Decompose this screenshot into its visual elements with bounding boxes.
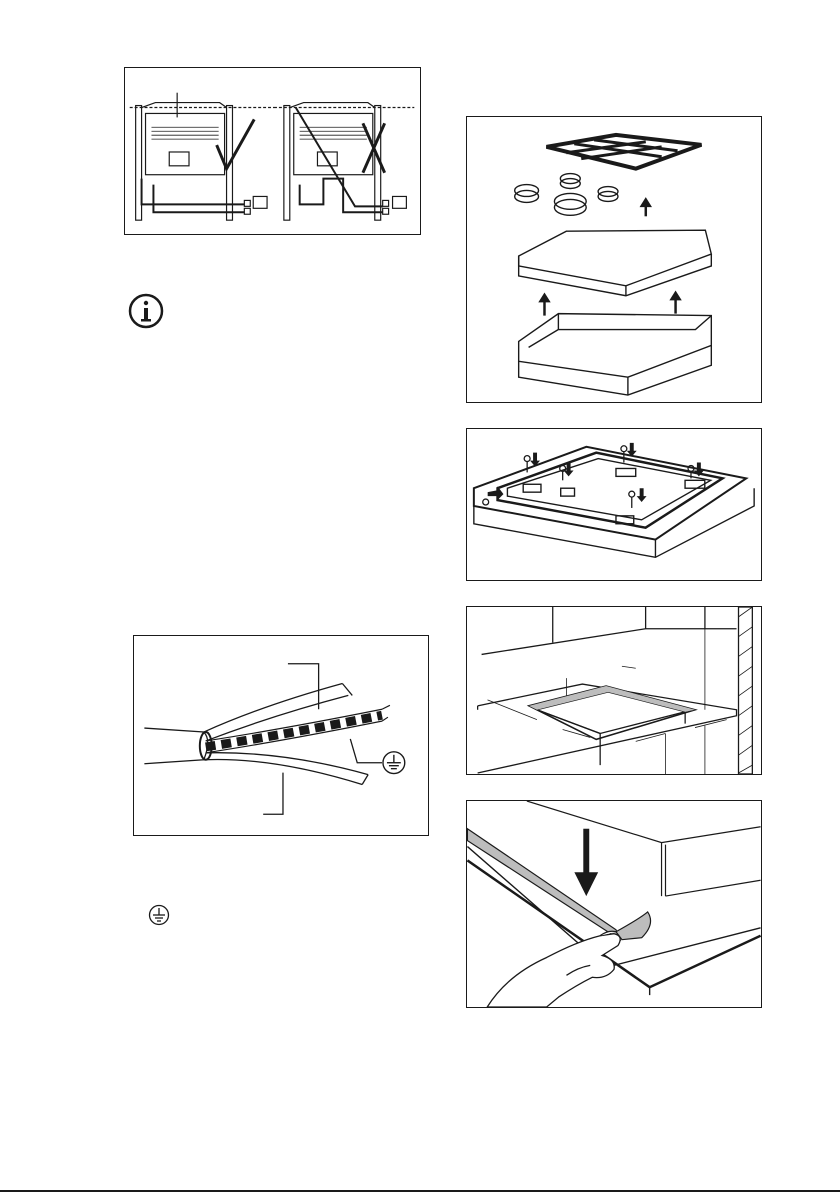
cross-icon <box>363 123 385 172</box>
cable-wires-figure <box>133 635 429 836</box>
earth-ground-icon <box>383 752 405 774</box>
hob-disassembly-svg <box>467 117 761 402</box>
seal-application-svg <box>467 801 761 1007</box>
cutout-dimensions-figure <box>466 606 762 775</box>
oven-cable-routing-figure <box>124 67 421 235</box>
hob-fixing-screws-figure <box>466 428 762 581</box>
hob-fixing-screws-svg <box>467 429 761 580</box>
seal-application-figure <box>466 800 762 1008</box>
cutout-dimensions-svg <box>467 607 761 774</box>
hob-disassembly-figure <box>466 116 762 403</box>
check-icon <box>217 119 255 168</box>
oven-cable-routing-svg <box>125 68 420 234</box>
cable-wires-svg <box>134 636 428 835</box>
info-icon <box>128 293 164 329</box>
earth-ground-icon <box>148 904 170 926</box>
